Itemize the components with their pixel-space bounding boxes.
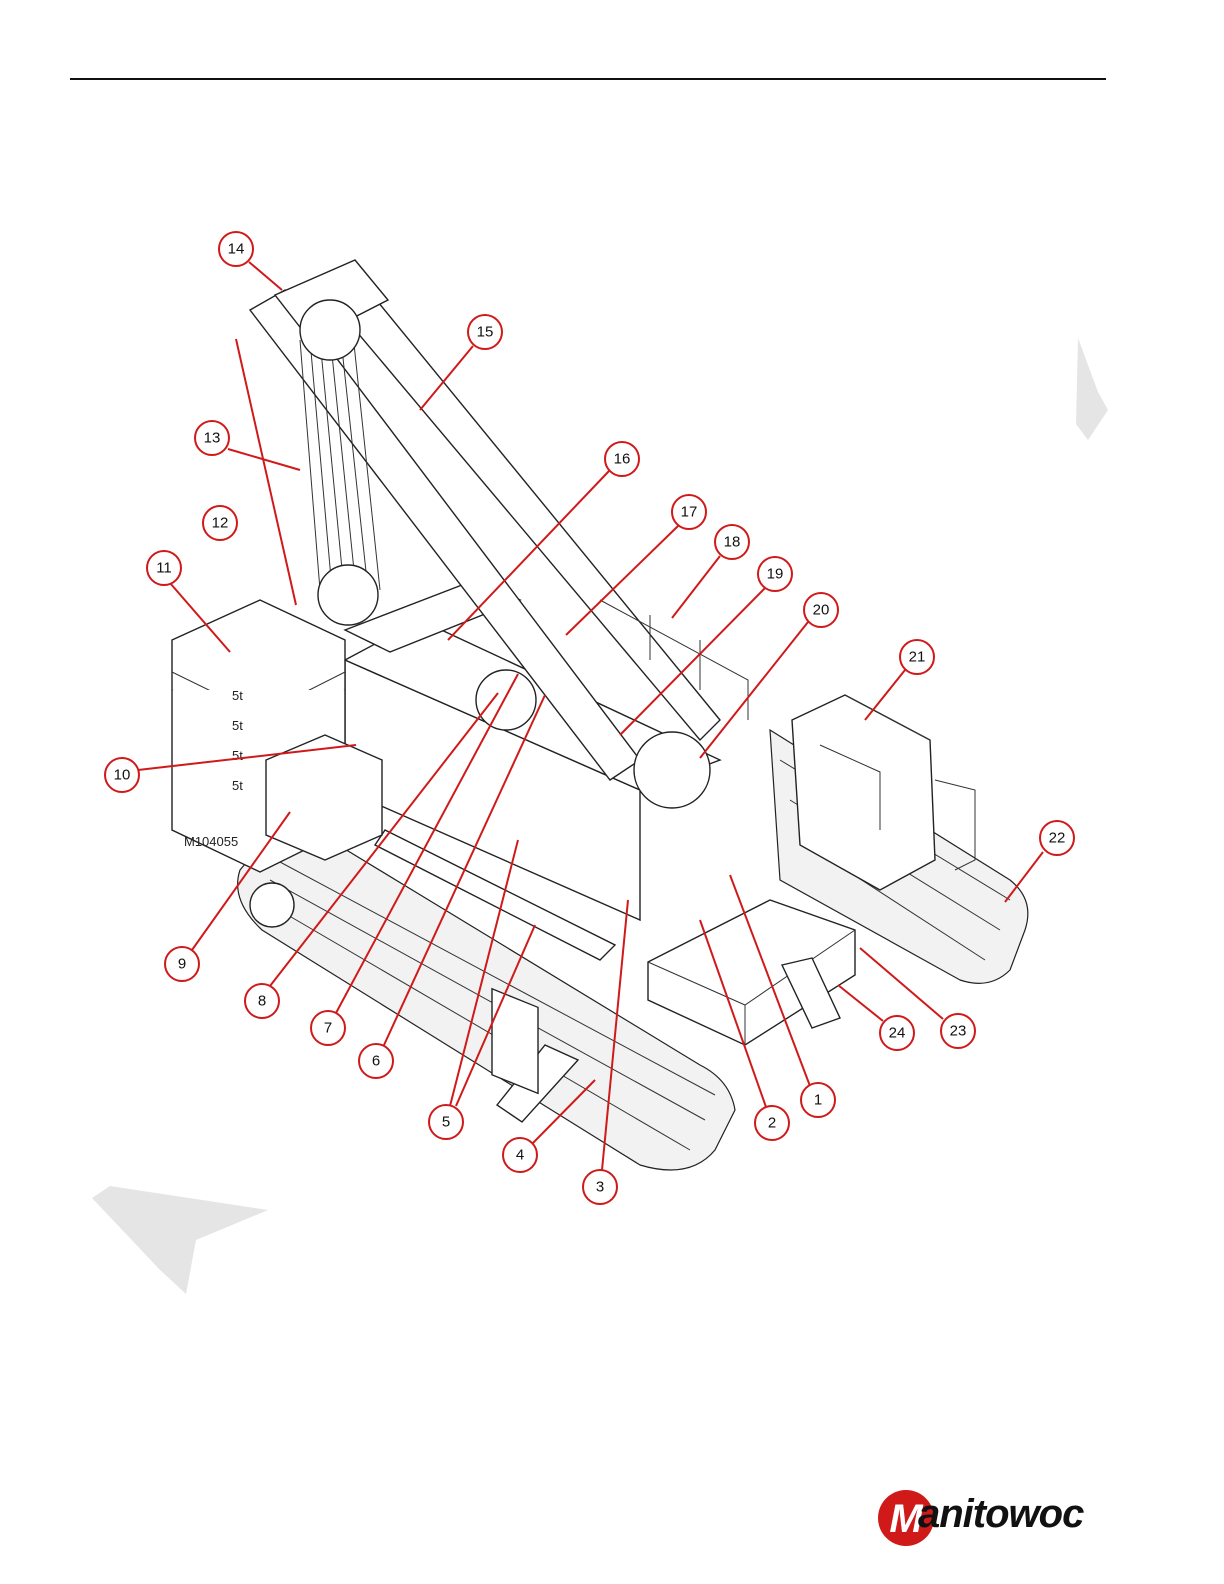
lower-sheave (318, 565, 378, 625)
svg-text:2: 2 (768, 1115, 776, 1132)
callout-23: 23 (941, 1014, 975, 1048)
svg-text:3: 3 (596, 1179, 604, 1196)
callout-24: 24 (880, 1016, 914, 1050)
svg-text:16: 16 (614, 451, 631, 468)
svg-text:11: 11 (156, 560, 172, 577)
watermark-shape (92, 1186, 268, 1294)
svg-text:7: 7 (324, 1020, 332, 1037)
callout-20: 20 (804, 593, 838, 627)
counterweight-label: 5t (232, 718, 243, 733)
svg-text:5: 5 (442, 1114, 450, 1131)
callout-2: 2 (755, 1106, 789, 1140)
callout-9: 9 (165, 947, 199, 981)
callout-12: 12 (203, 506, 237, 540)
callout-6: 6 (359, 1044, 393, 1078)
svg-text:20: 20 (813, 602, 830, 619)
svg-text:21: 21 (909, 649, 926, 666)
idler-wheel (250, 883, 294, 927)
svg-text:9: 9 (178, 956, 186, 973)
svg-text:24: 24 (889, 1025, 906, 1042)
svg-text:14: 14 (228, 241, 245, 258)
counterweight-label: 5t (232, 748, 243, 763)
callout-10: 10 (105, 758, 139, 792)
svg-text:12: 12 (212, 515, 229, 532)
callout-1: 1 (801, 1083, 835, 1117)
svg-text:17: 17 (681, 504, 698, 521)
manitowoc-logo: M anitowoc (876, 1486, 1096, 1550)
callout-18: 18 (715, 525, 749, 559)
svg-text:23: 23 (950, 1023, 967, 1040)
callout-14: 14 (219, 232, 253, 266)
callout-4: 4 (503, 1138, 537, 1172)
svg-text:22: 22 (1049, 830, 1066, 847)
counterweight-label: 5t (232, 778, 243, 793)
svg-text:6: 6 (372, 1053, 380, 1070)
figure-id: M104055 (184, 834, 238, 849)
callout-13: 13 (195, 421, 229, 455)
svg-text:1: 1 (814, 1092, 822, 1109)
callout-11: 11 (147, 551, 181, 585)
drum (476, 670, 536, 730)
svg-text:19: 19 (767, 566, 784, 583)
svg-text:13: 13 (204, 430, 221, 447)
callout-17: 17 (672, 495, 706, 529)
callout-7: 7 (311, 1011, 345, 1045)
callout-19: 19 (758, 557, 792, 591)
logo-wordmark: anitowoc (918, 1492, 1083, 1537)
watermark-shape (1076, 338, 1108, 440)
callout-3: 3 (583, 1170, 617, 1204)
upper-sheave (300, 300, 360, 360)
svg-text:10: 10 (114, 767, 131, 784)
main-drum (634, 732, 710, 808)
svg-text:18: 18 (724, 534, 741, 551)
callout-8: 8 (245, 984, 279, 1018)
enclosure-panel (492, 989, 538, 1094)
callout-21: 21 (900, 640, 934, 674)
callout-22: 22 (1040, 821, 1074, 855)
svg-text:8: 8 (258, 993, 266, 1010)
svg-text:15: 15 (477, 324, 494, 341)
svg-text:4: 4 (516, 1147, 524, 1164)
counterweight-label: 5t (232, 688, 243, 703)
callout-5: 5 (429, 1105, 463, 1139)
callout-15: 15 (468, 315, 502, 349)
callout-16: 16 (605, 442, 639, 476)
